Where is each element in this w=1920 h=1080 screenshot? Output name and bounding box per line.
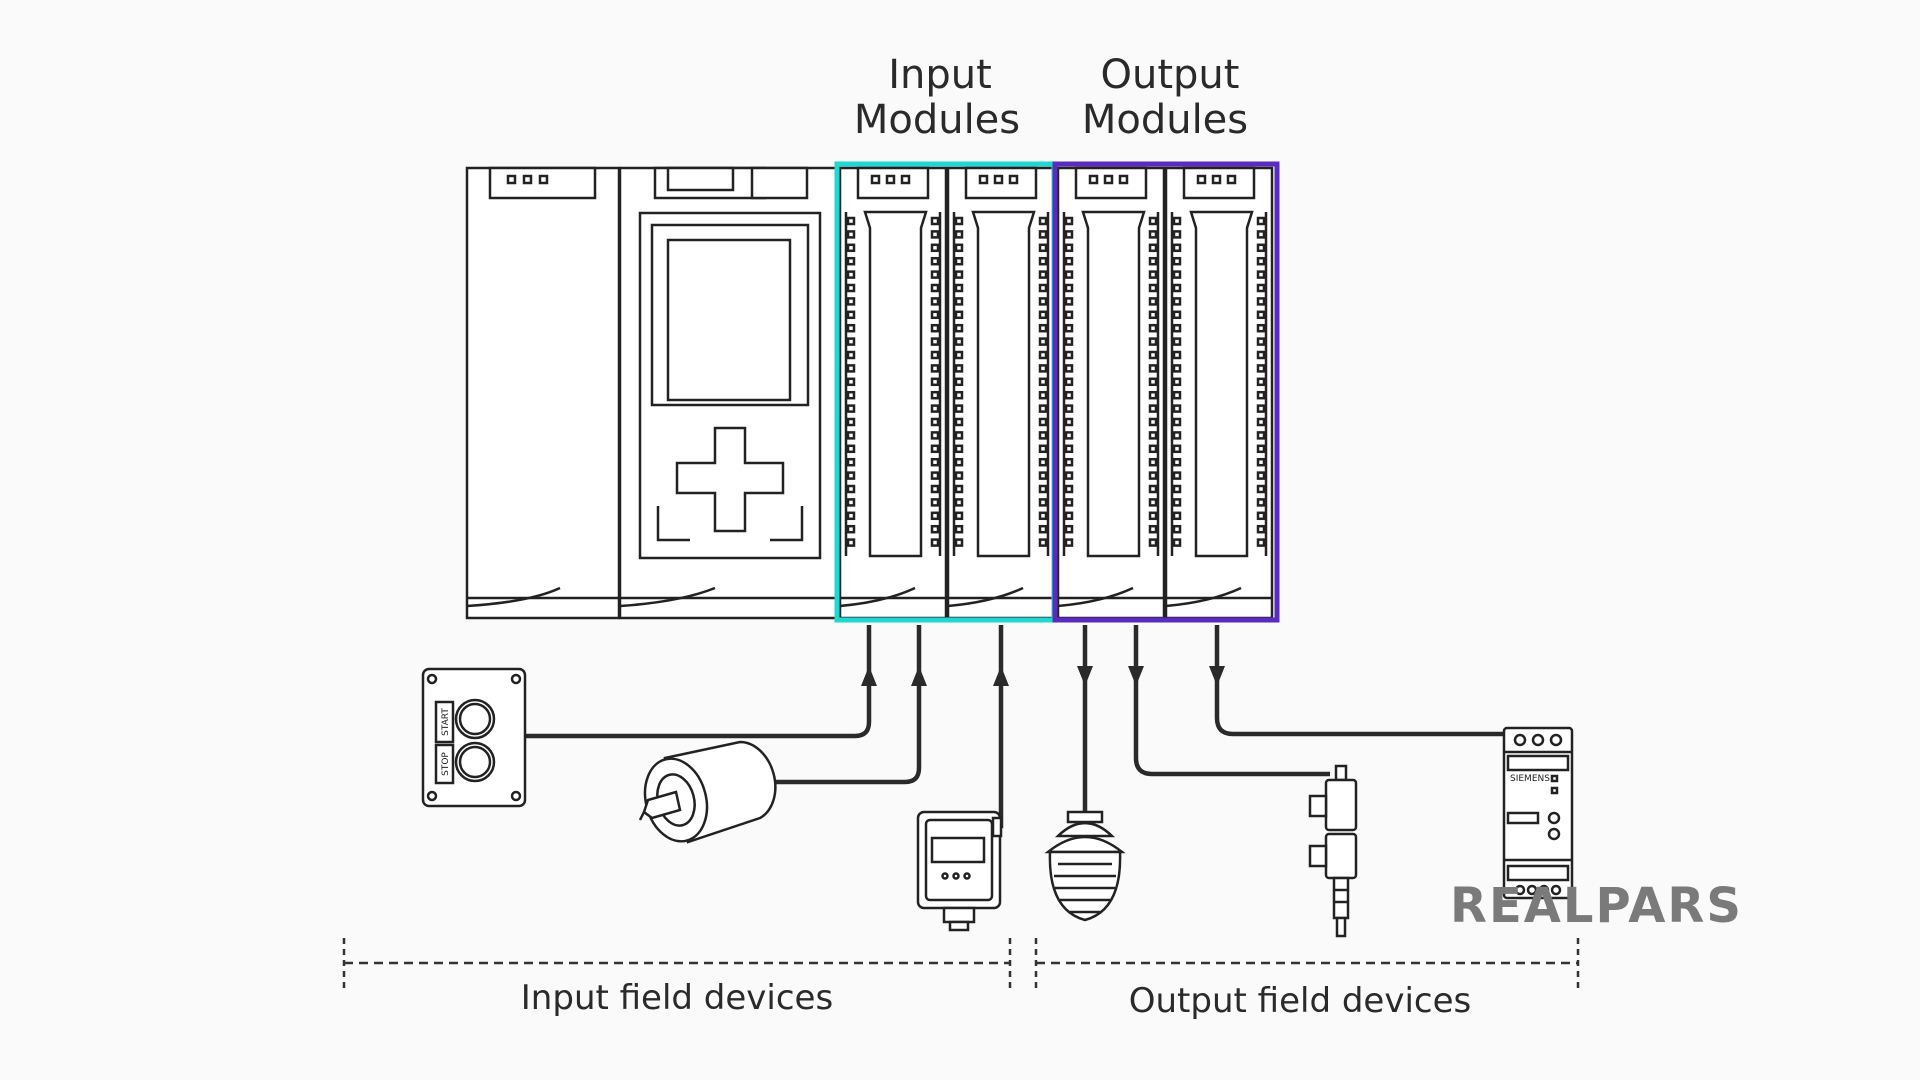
power-supply-module (465, 166, 621, 620)
output-devices-bracket (1034, 938, 1580, 990)
output-field-devices-caption: Output field devices (1129, 981, 1471, 1021)
stop-label: STOP (441, 752, 451, 776)
input-devices-bracket (342, 938, 1012, 990)
output-modules-title-line2: Modules (1082, 97, 1248, 143)
start-button (454, 698, 496, 740)
realpars-logo: REALPARS (1450, 878, 1743, 934)
arrow-down-icon (1077, 666, 1093, 686)
arrow-up-icon (861, 666, 877, 686)
rotary-encoder (638, 740, 777, 844)
output-module-1 (1056, 166, 1166, 620)
input-modules-title-line1: Input (888, 52, 992, 98)
input-module-1 (838, 166, 948, 620)
start-stop-pushbutton-station: START STOP (421, 667, 527, 808)
motor-starter: SIEMENS (1502, 726, 1574, 900)
arrow-down-icon (1209, 666, 1225, 686)
output-module-2 (1164, 166, 1274, 620)
beacon-light (1044, 810, 1126, 922)
input-modules-title-line2: Modules (854, 97, 1020, 143)
manufacturer-label: SIEMENS (1510, 774, 1550, 784)
display-screen (930, 836, 986, 864)
transmitter-with-display (916, 810, 1003, 932)
start-label: START (441, 708, 451, 736)
input-field-devices-caption: Input field devices (521, 978, 833, 1018)
cpu-dpad-icon (675, 426, 785, 533)
arrow-up-icon (993, 666, 1009, 686)
arrow-up-icon (911, 666, 927, 686)
arrow-down-icon (1128, 666, 1144, 686)
stop-button (454, 741, 496, 783)
input-module-2 (946, 166, 1056, 620)
solenoid-valve (1308, 764, 1358, 938)
output-wires (1077, 625, 1508, 812)
cpu-module (618, 166, 838, 620)
output-modules-highlight (1052, 161, 1280, 623)
output-modules-title-line1: Output (1101, 52, 1240, 98)
